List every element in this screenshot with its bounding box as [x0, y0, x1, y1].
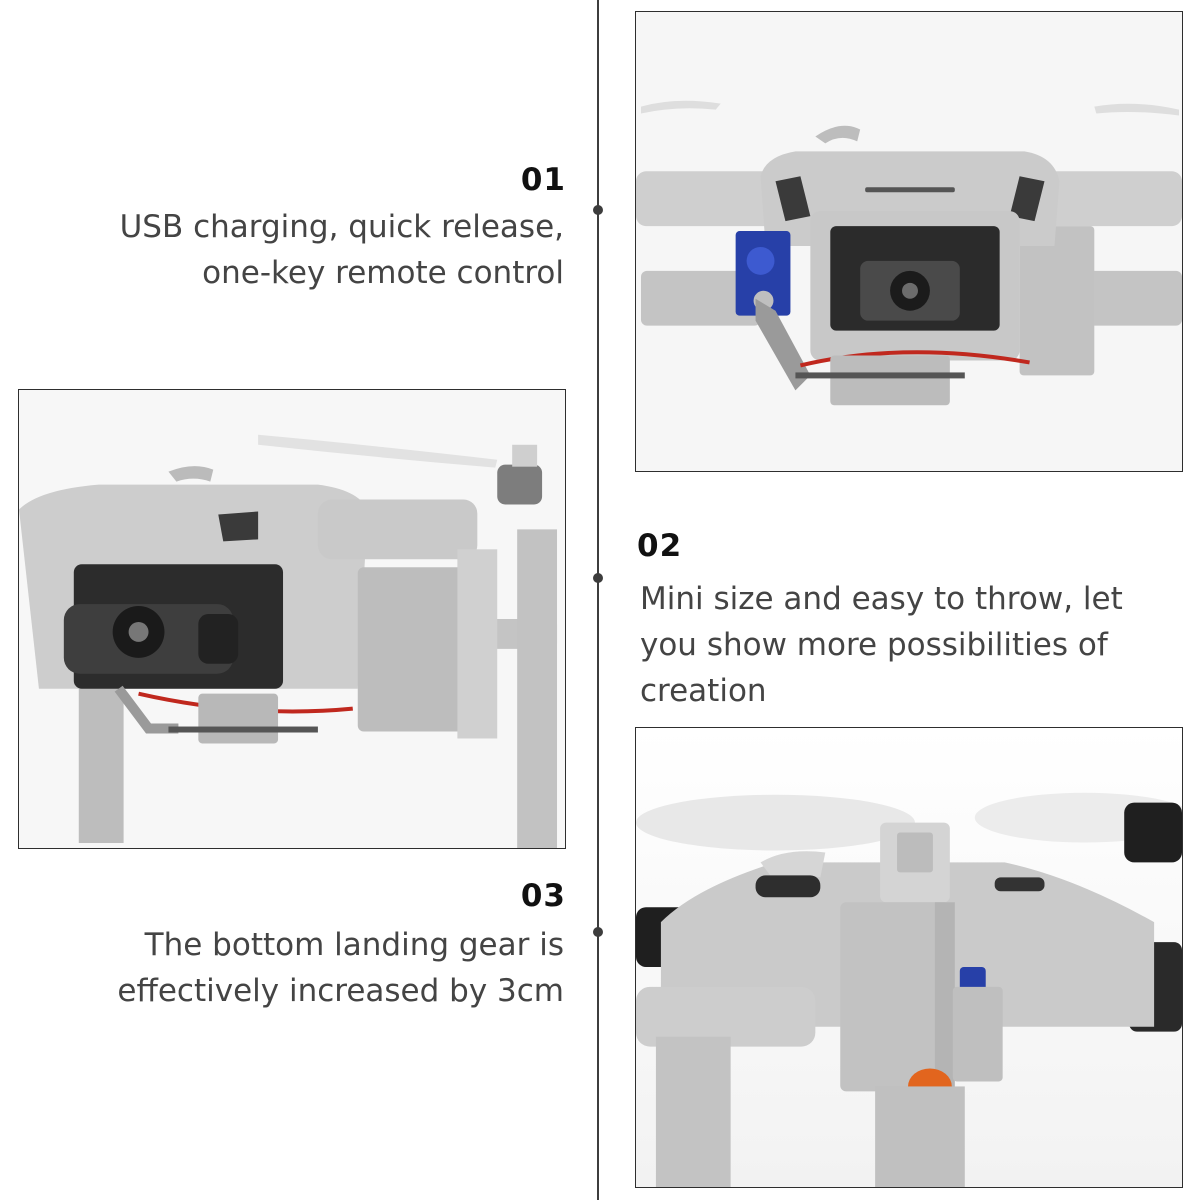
feature-text-01-line-2: one-key remote control	[202, 255, 564, 291]
feature-text-02-line-1: Mini size and easy to throw, let	[640, 581, 1123, 617]
drone-closeup-image	[635, 727, 1183, 1188]
drone-side-view-image	[18, 389, 566, 849]
feature-number-03: 03	[520, 878, 566, 914]
center-divider	[597, 0, 599, 1200]
feature-text-02-line-3: creation	[640, 673, 767, 709]
divider-dot-03	[593, 927, 603, 937]
feature-text-02-line-2: you show more possibilities of	[640, 627, 1108, 663]
feature-text-01: USB charging, quick release, one-key rem…	[4, 204, 564, 296]
divider-dot-01	[593, 205, 603, 215]
divider-dot-02	[593, 573, 603, 583]
feature-text-01-line-1: USB charging, quick release,	[119, 209, 564, 245]
feature-number-01: 01	[520, 162, 566, 198]
feature-number-02: 02	[637, 528, 683, 564]
feature-text-03: The bottom landing gear is effectively i…	[4, 922, 564, 1014]
drone-front-view-image	[635, 11, 1183, 472]
feature-text-02: Mini size and easy to throw, let you sho…	[640, 576, 1180, 714]
feature-text-03-line-1: The bottom landing gear is	[144, 927, 564, 963]
feature-text-03-line-2: effectively increased by 3cm	[117, 973, 564, 1009]
